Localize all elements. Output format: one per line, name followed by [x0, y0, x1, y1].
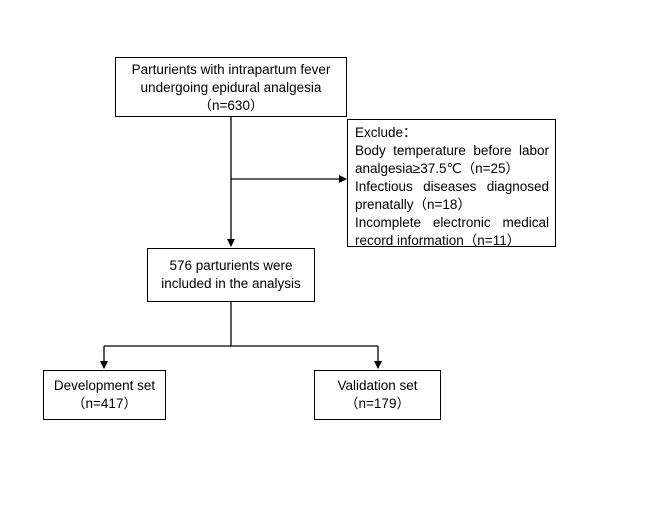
development-box-line-2: （n=417） — [72, 396, 137, 411]
start-box-line-2: undergoing epidural analgesia — [140, 80, 322, 95]
exclude-box-line-5: prenatally（n=18） — [355, 197, 471, 212]
start-box-line-1: Parturients with intrapartum fever — [131, 62, 331, 77]
exclude-box: Exclude： Body temperature before labor a… — [347, 119, 556, 248]
included-box-line-2: included in the analysis — [161, 276, 301, 291]
development-box-line-1: Development set — [53, 378, 156, 393]
exclude-box-line-7: record information（n=11） — [355, 233, 521, 248]
development-box: Development set （n=417） — [43, 370, 166, 420]
exclude-box-heading: Exclude： — [355, 125, 417, 140]
exclude-box-line-4: Infectious diseases diagnosed — [355, 179, 549, 194]
start-box-line-3: （n=630） — [198, 98, 264, 113]
start-box: Parturients with intrapartum fever under… — [115, 57, 347, 117]
included-box: 576 parturients were included in the ana… — [147, 248, 315, 302]
validation-box-line-2: （n=179） — [345, 396, 410, 411]
validation-box: Validation set （n=179） — [314, 370, 441, 420]
exclude-box-line-6: Incomplete electronic medical — [355, 215, 549, 230]
validation-box-line-1: Validation set — [337, 378, 418, 393]
exclude-box-line-2: Body temperature before labor — [355, 143, 549, 158]
included-box-line-1: 576 parturients were — [169, 258, 293, 273]
exclude-box-line-3: analgesia≥37.5℃（n=25） — [355, 161, 520, 176]
